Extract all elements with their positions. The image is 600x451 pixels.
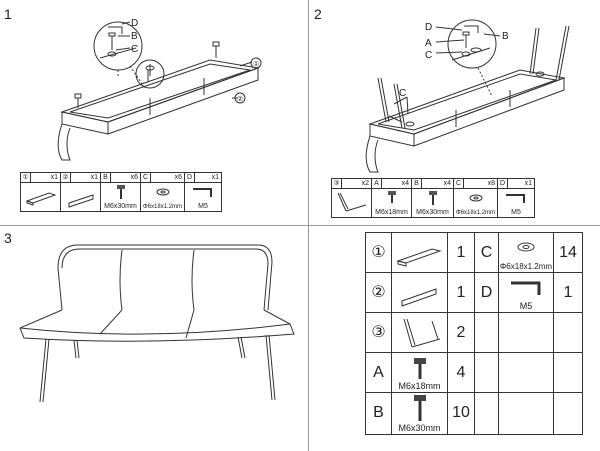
horizontal-divider [0, 225, 600, 226]
bolt-icon [414, 358, 426, 379]
step1-ref-2: ② [237, 95, 243, 103]
part-qty: 10 [452, 404, 470, 421]
part-id: ③ [366, 313, 392, 352]
part-id: ② [366, 273, 392, 312]
washer-icon [469, 194, 483, 202]
bracket-part-icon [68, 194, 94, 208]
step2-callout-c-leg: C [399, 88, 406, 99]
part-image [392, 313, 448, 352]
part-image: M5 [499, 273, 554, 312]
parts-list-table: ① 1 ② 1 ③ 2 A M6x18mm 4 B M6x30mm 10 C Φ… [365, 232, 583, 435]
part-id: C [475, 233, 499, 272]
step-2-number: 2 [314, 6, 322, 22]
leg-frame-icon [337, 192, 367, 212]
parts-row-a: A M6x18mm 4 [366, 353, 474, 393]
step1-callout-b: B [131, 31, 138, 42]
part-image: M6x30mm [392, 393, 448, 434]
bolt-icon [117, 185, 125, 199]
allen-key-icon [506, 194, 525, 203]
part-qty: 4 [456, 364, 466, 381]
step2-callout-c: C [425, 50, 432, 61]
panel-part-icon [25, 192, 57, 206]
part-qty: 1 [563, 284, 573, 301]
parts-row-empty [475, 313, 582, 353]
leg-frame-icon [403, 318, 441, 348]
step1-ref-1: ① [253, 60, 259, 68]
washer-icon [517, 242, 535, 252]
washer-icon [156, 188, 170, 196]
step2-callout-d: D [425, 22, 432, 33]
part-id: ① [366, 233, 392, 272]
step1-callout-c: C [131, 44, 138, 55]
part-id: A [366, 353, 392, 392]
parts-row-2: ② 1 [366, 273, 474, 313]
parts-row-d: D M5 1 [475, 273, 582, 313]
part-qty: 1 [456, 284, 466, 301]
allen-key-icon [193, 188, 212, 197]
bracket-part-icon [401, 288, 437, 307]
part-id: B [366, 393, 392, 434]
panel-part-icon [396, 248, 442, 267]
part-image [392, 273, 448, 312]
parts-row-3: ③ 2 [366, 313, 474, 353]
bolt-icon [429, 191, 437, 205]
step1-callout-d: D [131, 18, 138, 29]
part-qty: 1 [456, 244, 466, 261]
bolt-icon [414, 395, 426, 421]
part-image: Φ6x18x1.2mm [499, 233, 554, 272]
step-3-number: 3 [4, 230, 12, 246]
part-qty: 14 [559, 244, 577, 261]
parts-row-empty [475, 393, 582, 434]
step2-callout-a: A [425, 38, 432, 49]
parts-row-1: ① 1 [366, 233, 474, 273]
step2-callout-b: B [502, 31, 509, 42]
part-id: D [475, 273, 499, 312]
part-image [392, 233, 448, 272]
bolt-icon [388, 191, 396, 203]
part-image: M6x18mm [392, 353, 448, 392]
parts-row-b: B M6x30mm 10 [366, 393, 474, 434]
allen-key-icon [511, 281, 541, 295]
part-qty: 2 [456, 324, 466, 341]
parts-row-empty [475, 353, 582, 393]
step-1-number: 1 [4, 6, 12, 22]
parts-row-c: C Φ6x18x1.2mm 14 [475, 233, 582, 273]
